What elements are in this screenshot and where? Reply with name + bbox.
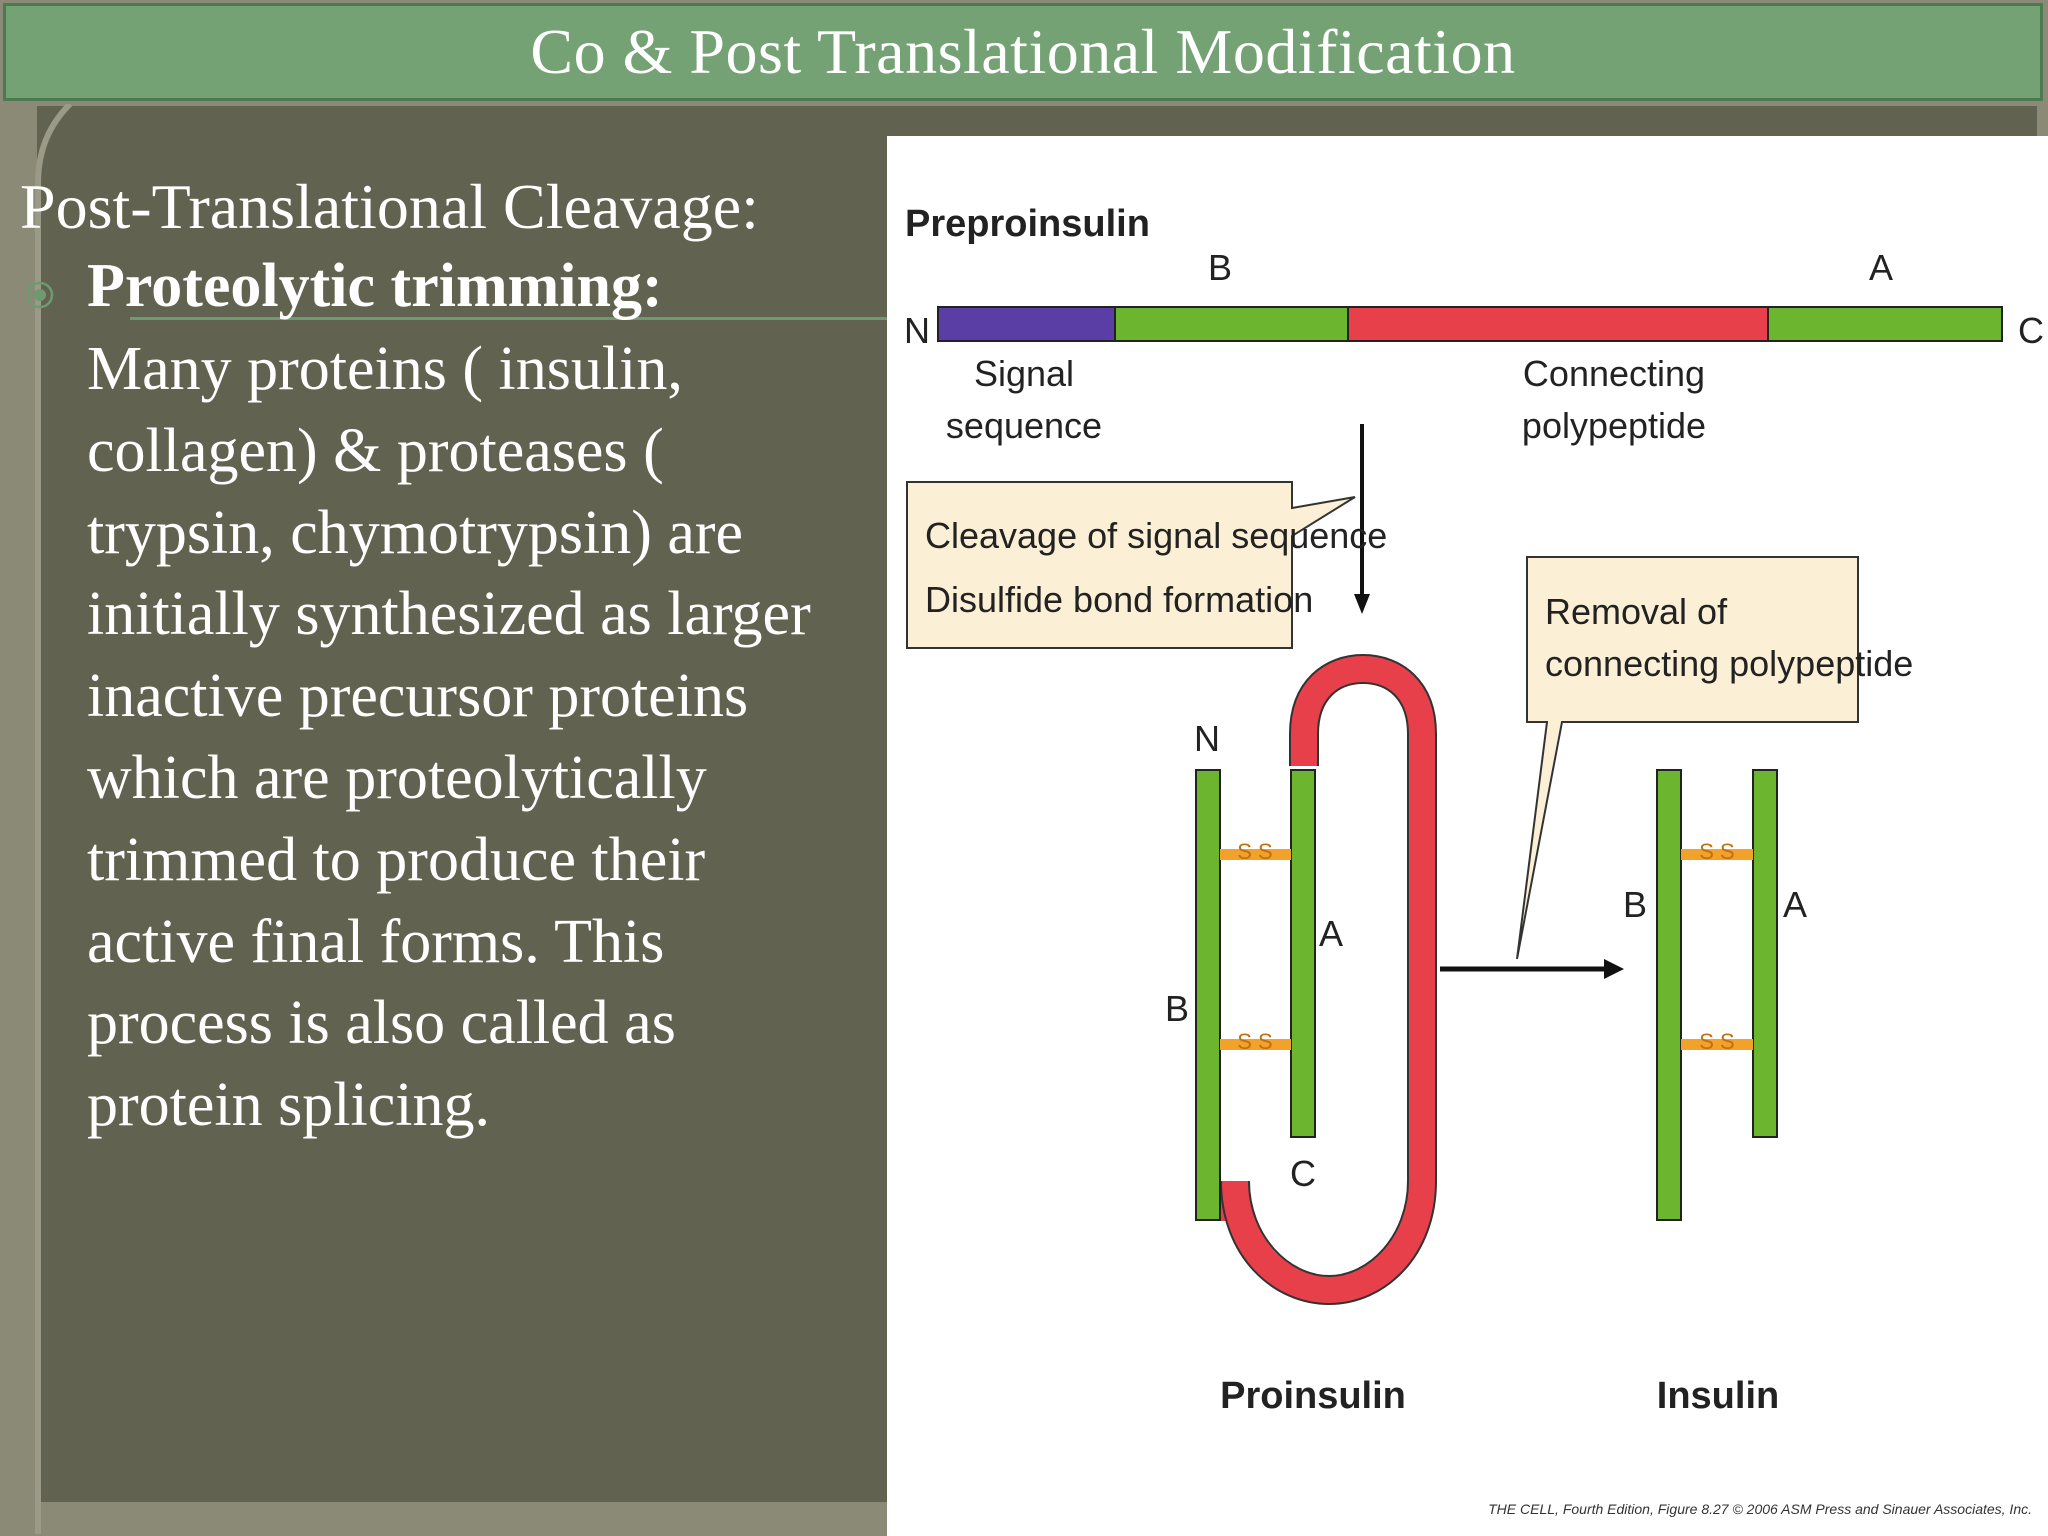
insulin-b-label: B (1623, 884, 1647, 925)
a-chain-segment (1767, 306, 2003, 342)
body-line: Many proteins ( insulin, (87, 335, 683, 403)
callout-cleavage-line1: Cleavage of signal sequence (925, 515, 1387, 556)
proinsulin-n-label: N (1194, 718, 1220, 759)
proinsulin-loop-outline (1220, 653, 1437, 1306)
proinsulin-a-chain (1290, 769, 1316, 1138)
bullet-title: Proteolytic trimming: (87, 252, 663, 320)
proinsulin-ss-label: S S (1237, 839, 1272, 864)
down-arrow-head-icon (1354, 594, 1370, 614)
bar-b-label: B (1208, 247, 1232, 288)
figure-background (887, 136, 2048, 1536)
bullet-underline (130, 317, 890, 320)
section-heading: Post-Translational Cleavage: (20, 171, 759, 242)
callout-removal-line2: connecting polypeptide (1545, 643, 1913, 684)
preproinsulin-label: Preproinsulin (905, 203, 1150, 245)
insulin-title: Insulin (1657, 1375, 1779, 1417)
insulin-disulfide-bond (1681, 849, 1753, 860)
proinsulin-b-chain (1195, 769, 1221, 1221)
callout-cleavage (906, 481, 1356, 649)
callout-cleavage-line2: Disulfide bond formation (925, 579, 1313, 620)
figure-credit: THE CELL, Fourth Edition, Figure 8.27 © … (1488, 1501, 2032, 1517)
proinsulin-ss-label: S S (1237, 1029, 1272, 1054)
insulin-b-chain (1656, 769, 1682, 1221)
proinsulin-connecting-loop-bottom (1221, 734, 1436, 1305)
insulin-a-label: A (1783, 884, 1807, 925)
body-line: trimmed to produce their (87, 825, 706, 894)
body-line: which are proteolytically (87, 743, 707, 812)
signal-segment (937, 306, 1116, 342)
proinsulin-connecting-loop-top (1290, 654, 1436, 766)
proinsulin-c-label: C (1290, 1153, 1316, 1194)
insulin-ss-label: S S (1699, 839, 1734, 864)
b-chain-segment (1114, 306, 1349, 342)
connecting-segment (1347, 306, 1769, 342)
bullet-icon (26, 281, 54, 309)
body-line: protein splicing. (87, 1071, 490, 1140)
connecting-label-line1: Connecting (1523, 353, 1705, 394)
right-arrow-head-icon (1604, 959, 1624, 979)
body-line: process is also called as (87, 989, 676, 1058)
insulin-processing-figure: Preproinsulin B A N C Signal sequence Co… (887, 136, 2048, 1536)
decorative-curve (35, 104, 73, 1534)
proinsulin-b-label: B (1165, 988, 1189, 1029)
insulin-a-chain (1752, 769, 1778, 1138)
connecting-label-line2: polypeptide (1522, 405, 1706, 446)
body-line: initially synthesized as larger (87, 580, 811, 649)
proinsulin-title: Proinsulin (1220, 1375, 1406, 1417)
slide-title-bar: Co & Post Translational Modification (3, 3, 2043, 101)
body-line: trypsin, chymotrypsin) are (87, 498, 744, 567)
proinsulin-disulfide-bond (1220, 1039, 1291, 1050)
insulin-ss-label: S S (1699, 1029, 1734, 1054)
bar-n-terminus: N (904, 310, 930, 351)
body-line: inactive precursor proteins (87, 662, 749, 731)
signal-label-line1: Signal (974, 353, 1074, 394)
body-line: active final forms. This (87, 907, 665, 976)
slide-title: Co & Post Translational Modification (530, 16, 1516, 87)
insulin-disulfide-bond (1681, 1039, 1753, 1050)
signal-label-line2: sequence (946, 405, 1102, 446)
callout-removal (1516, 556, 1859, 960)
callout-removal-line1: Removal of (1545, 591, 1728, 632)
bar-a-label: A (1869, 247, 1893, 288)
proinsulin-disulfide-bond (1220, 849, 1291, 860)
body-line: collagen) & proteases ( (87, 416, 664, 485)
body-text: Many proteins ( insulin, collagen) & pro… (87, 329, 887, 1147)
bar-c-terminus: C (2018, 310, 2044, 351)
proinsulin-a-label: A (1319, 913, 1343, 954)
